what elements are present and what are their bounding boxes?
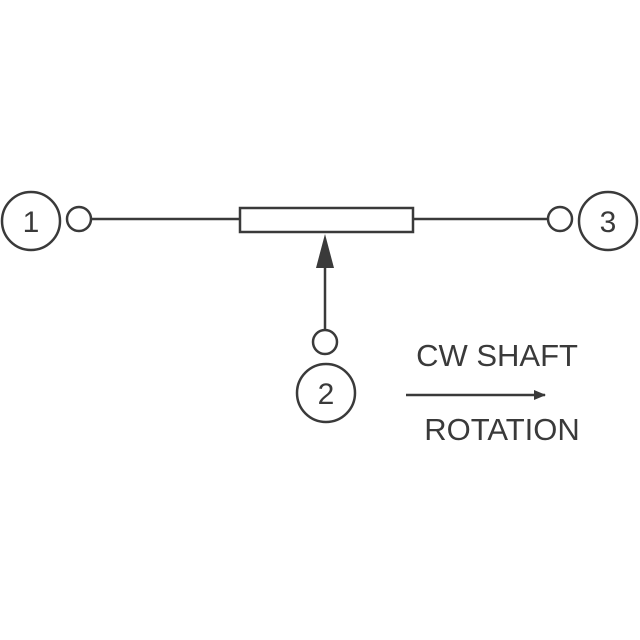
terminal-2-badge bbox=[295, 362, 357, 424]
terminal-1-badge bbox=[0, 190, 62, 252]
wiper-arrowhead bbox=[316, 234, 334, 268]
terminal-2: 2 bbox=[295, 362, 357, 424]
caption-line-1: CW SHAFT bbox=[416, 338, 578, 373]
terminal-2-node bbox=[311, 328, 339, 356]
terminal-1-node bbox=[65, 205, 93, 233]
terminal-3-badge bbox=[577, 190, 639, 252]
caption-line-2: ROTATION bbox=[424, 412, 580, 447]
terminal-1: 1 bbox=[0, 190, 93, 252]
terminal-3: 3 bbox=[546, 190, 639, 252]
rotation-caption: CW SHAFT ROTATION bbox=[406, 338, 580, 447]
terminal-1-label: 1 bbox=[23, 206, 40, 239]
terminal-3-label: 3 bbox=[600, 206, 617, 239]
resistor-body bbox=[238, 206, 415, 234]
wiper bbox=[311, 234, 339, 356]
terminal-2-label: 2 bbox=[318, 378, 335, 411]
terminal-3-node bbox=[546, 205, 574, 233]
